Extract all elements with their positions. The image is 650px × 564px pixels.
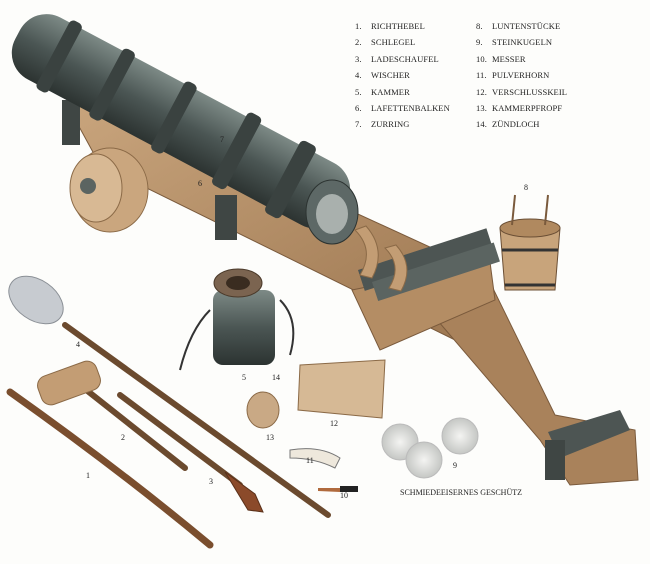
legend-item: 2.SCHLEGEL <box>355 37 416 48</box>
callout-11: 11 <box>306 456 314 465</box>
cannon-barrel <box>11 14 351 229</box>
legend-item: 14.ZÜNDLOCH <box>476 119 540 130</box>
callout-7: 7 <box>220 135 224 144</box>
breech-wedge-12 <box>297 359 386 419</box>
legend-item: 8.LUNTENSTÜCKE <box>476 21 561 31</box>
knife <box>318 488 340 492</box>
chamber-plug <box>246 391 280 429</box>
callout-10: 10 <box>340 491 348 500</box>
match-bucket <box>499 194 561 291</box>
tools <box>6 275 331 549</box>
legend-item: 9.STEINKUGELN <box>476 37 553 48</box>
legend-item: 6.LAFETTENBALKEN <box>355 103 450 114</box>
wheel <box>69 147 149 233</box>
legend-item: 12.VERSCHLUSSKEIL <box>476 86 568 97</box>
callout-6: 6 <box>198 179 202 188</box>
callout-13: 13 <box>266 433 274 442</box>
callout-12: 12 <box>330 419 338 428</box>
legend-item: 7.ZURRING <box>355 119 410 130</box>
legend-item: 1.RICHTHEBEL <box>355 21 425 31</box>
breech-wedges <box>354 225 408 292</box>
legend-item: 5.KAMMER <box>355 86 410 97</box>
legend-column-1: 1.RICHTHEBEL 2.SCHLEGEL 3.LADESCHAUFEL 4… <box>355 18 450 133</box>
illustration-caption: SCHMIEDEEISERNES GESCHÜTZ <box>400 488 523 497</box>
callout-labels: 1 2 3 4 5 6 7 8 9 10 11 12 13 14 <box>76 135 528 500</box>
powder-horn <box>289 448 341 469</box>
callout-2: 2 <box>121 433 125 442</box>
callout-4: 4 <box>76 340 80 349</box>
callout-14: 14 <box>272 373 280 382</box>
legend-item: 10.MESSER <box>476 53 526 64</box>
legend-item: 13.KAMMERPFROPF <box>476 103 563 114</box>
callout-9: 9 <box>453 461 457 470</box>
powder-chamber <box>179 268 295 371</box>
callout-3: 3 <box>209 477 213 486</box>
callout-5: 5 <box>242 373 246 382</box>
callout-1: 1 <box>86 471 90 480</box>
callout-8: 8 <box>524 183 528 192</box>
legend-item: 3.LADESCHAUFEL <box>355 53 439 64</box>
stone-balls <box>381 417 479 479</box>
legend-item: 11.PULVERHORN <box>476 70 550 81</box>
legend-column-2: 8.LUNTENSTÜCKE 9.STEINKUGELN 10.MESSER 1… <box>476 18 567 133</box>
carriage-beam <box>62 97 639 486</box>
legend-item: 4.WISCHER <box>355 70 410 81</box>
